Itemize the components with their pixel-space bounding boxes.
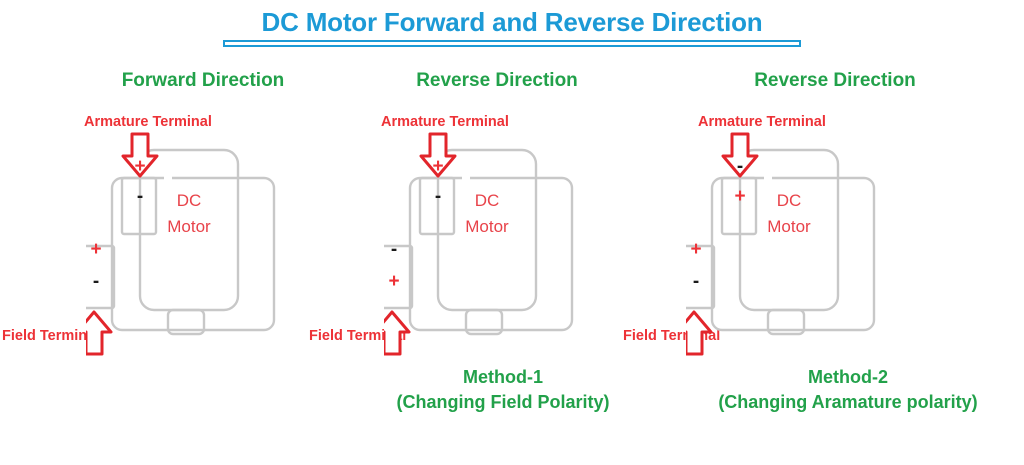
armature-terminal-box [418,176,456,236]
armature-terminal-top-symbol: + [432,156,444,177]
field-terminal-box [86,244,116,310]
page-title: DC Motor Forward and Reverse Direction [261,7,763,37]
arrow-up-icon [384,310,411,356]
armature-terminal-label: Armature Terminal [698,114,826,130]
field-terminal-bottom-symbol: - [692,271,700,292]
motor-shaft-tab [166,308,206,336]
motor-label-line1: DC [177,191,202,210]
arrow-up-icon [686,310,713,356]
caption-method-1: Method-1 (Changing Field Polarity) [338,365,668,415]
armature-terminal-bottom-symbol: - [434,186,442,207]
field-terminal-label: Field Terminal [2,328,100,344]
diagram-reverse-method-1: Reverse Direction Armature Terminal Fiel… [309,70,668,370]
motor-drawing: DC Motor - + + - [686,130,916,360]
motor-schematic-svg: DC Motor [86,132,276,356]
motor-drawing: DC Motor + - - + [384,130,614,360]
field-terminal-top-symbol: + [690,239,702,260]
motor-schematic-svg: DC Motor [686,132,876,356]
field-terminal-box [384,244,414,310]
motor-drawing: DC Motor + - + - [86,130,316,360]
field-terminal-box [686,244,716,310]
field-terminal-top-symbol: + [90,239,102,260]
motor-outer-casing [710,176,876,332]
field-terminal-top-symbol: - [390,239,398,260]
title-underline [223,40,801,47]
armature-terminal-label: Armature Terminal [84,114,212,130]
diagram-reverse-method-2: Reverse Direction Armature Terminal Fiel… [623,70,970,370]
diagram-forward-direction: Forward Direction Armature Terminal Fiel… [2,70,370,370]
motor-outer-casing [110,176,276,332]
title-block: DC Motor Forward and Reverse Direction [0,6,1024,47]
field-terminal-label: Field Terminal [309,328,407,344]
caption-method-2: Method-2 (Changing Aramature polarity) [672,365,1024,415]
arrow-down-icon [121,132,159,178]
armature-terminal-top-symbol: + [134,156,146,177]
field-terminal-bottom-symbol: - [92,271,100,292]
motor-label-line2: Motor [465,217,509,236]
caption-title: Method-2 [808,367,888,387]
arrow-up-icon [86,310,113,356]
motor-outer-casing [408,176,574,332]
field-terminal-bottom-symbol: + [388,271,400,292]
caption-subtitle: (Changing Field Polarity) [396,392,610,412]
figure-heading: Reverse Direction [416,70,578,91]
motor-shaft-tab [464,308,504,336]
armature-terminal-top-symbol: - [736,156,744,177]
armature-terminal-bottom-symbol: + [734,186,746,207]
figure-heading: Reverse Direction [754,70,916,91]
motor-label-line1: DC [777,191,802,210]
motor-label-line2: Motor [167,217,211,236]
arrow-down-icon [721,132,759,178]
figure-heading: Forward Direction [121,70,285,91]
caption-subtitle: (Changing Aramature polarity) [718,392,978,412]
motor-schematic-svg: DC Motor [384,132,574,356]
caption-title: Method-1 [463,367,543,387]
motor-shaft-tab [766,308,806,336]
armature-terminal-box [720,176,758,236]
armature-terminal-bottom-symbol: - [136,186,144,207]
armature-terminal-label: Armature Terminal [381,114,509,130]
armature-terminal-box [120,176,158,236]
arrow-down-icon [419,132,457,178]
motor-label-line2: Motor [767,217,811,236]
motor-label-line1: DC [475,191,500,210]
